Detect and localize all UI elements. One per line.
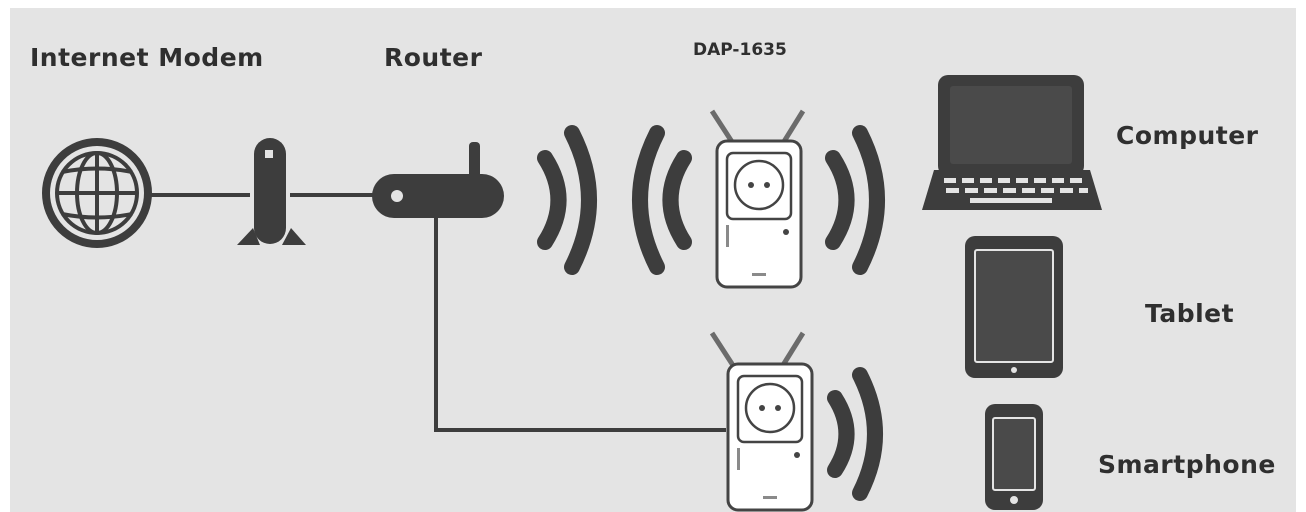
wifi-wave-icon [827,367,883,501]
smartphone-icon [985,404,1043,510]
router-icon [372,142,504,218]
tablet-label: Tablet [1145,299,1235,328]
extender-model-label: DAP-1635 [693,40,787,60]
laptop-icon [922,75,1102,210]
tablet-icon [965,236,1063,378]
computer-label: Computer [1116,121,1259,150]
range-extender-icon [709,331,814,512]
internet-modem-label: Internet Modem [30,43,264,72]
range-extender-icon [709,109,806,289]
smartphone-label: Smartphone [1098,450,1276,479]
wifi-wave-icon [632,125,692,275]
modem-icon [237,138,306,245]
wifi-wave-icon [825,125,885,275]
wifi-wave-icon [537,125,597,275]
globe-icon [42,138,152,248]
router-label: Router [384,43,483,72]
cable-router-to-wired-extender [434,205,726,432]
